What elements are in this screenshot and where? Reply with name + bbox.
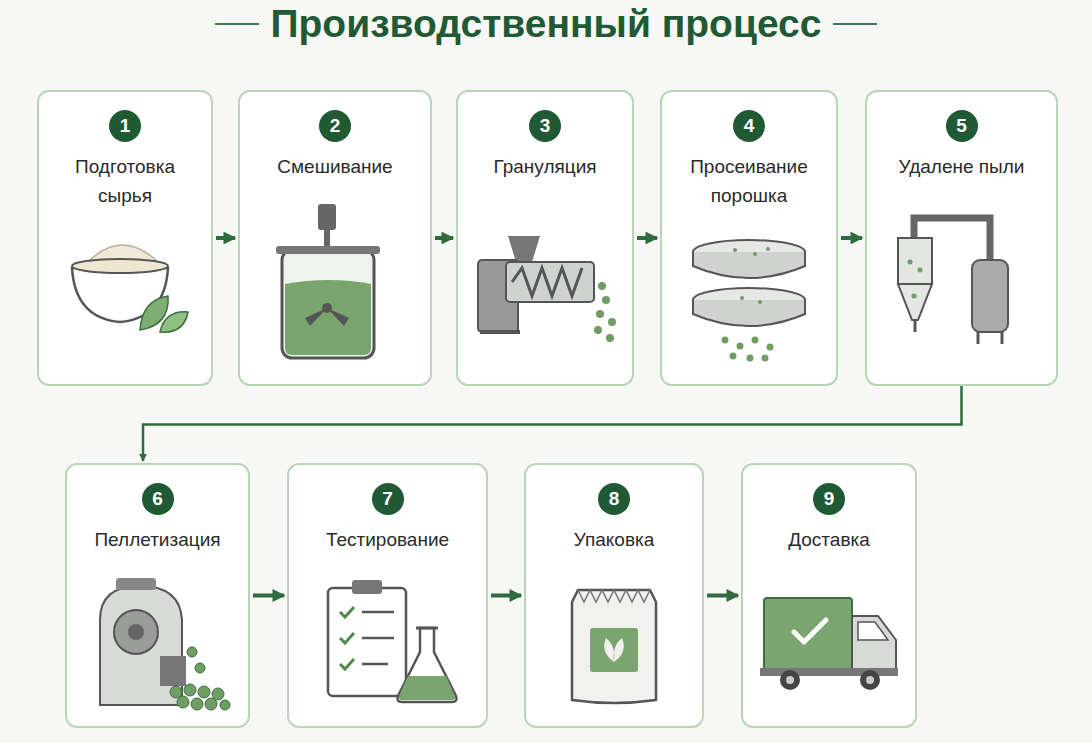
process-box: 5Удалене пыли bbox=[865, 90, 1058, 386]
flow-arrow bbox=[491, 594, 521, 598]
step-number: 2 bbox=[319, 110, 351, 142]
flow-arrow bbox=[637, 236, 657, 240]
step-number: 4 bbox=[733, 110, 765, 142]
step-label: Смешивание bbox=[262, 152, 408, 181]
flow-arrow bbox=[435, 236, 453, 240]
step-label: Тестирование bbox=[315, 525, 461, 554]
flow-arrow bbox=[841, 236, 862, 240]
step-number: 1 bbox=[109, 110, 141, 142]
mixer-icon bbox=[276, 204, 380, 358]
title: Производственный процесс bbox=[203, 2, 890, 46]
testing-icon bbox=[328, 580, 457, 702]
process-box: 6Пеллетизация bbox=[65, 463, 250, 728]
cyclone-icon bbox=[898, 218, 1008, 344]
step-label: Подготовка сырья bbox=[52, 152, 198, 210]
process-box: 1Подготовка сырья bbox=[37, 90, 213, 386]
flow-arrow bbox=[143, 386, 962, 461]
flow-arrow bbox=[216, 236, 235, 240]
flow-arrow bbox=[707, 594, 738, 598]
step-label: Доставка bbox=[756, 525, 902, 554]
step-label: Просеивание порошка bbox=[676, 152, 822, 210]
title-bar: Производственный процесс bbox=[0, 0, 1092, 48]
truck-icon bbox=[760, 598, 898, 690]
step-number: 5 bbox=[946, 110, 978, 142]
extruder-icon bbox=[478, 236, 616, 342]
step-label: Упаковка bbox=[541, 525, 687, 554]
flow-arrow bbox=[253, 594, 284, 598]
step-number: 8 bbox=[598, 483, 630, 515]
pelletizer-icon bbox=[100, 578, 230, 710]
step-number: 7 bbox=[372, 483, 404, 515]
process-box: 9Доставка bbox=[741, 463, 917, 728]
process-box: 7Тестирование bbox=[287, 463, 488, 728]
process-box: 3Грануляция bbox=[456, 90, 634, 386]
bowl-icon bbox=[72, 245, 188, 332]
process-box: 8Упаковка bbox=[524, 463, 704, 728]
bag-icon bbox=[572, 590, 656, 703]
process-box: 2Смешивание bbox=[238, 90, 432, 386]
process-box: 4Просеивание порошка bbox=[660, 90, 838, 386]
step-label: Грануляция bbox=[472, 152, 618, 181]
step-label: Удалене пыли bbox=[889, 152, 1035, 181]
step-number: 3 bbox=[529, 110, 561, 142]
step-number: 9 bbox=[813, 483, 845, 515]
step-label: Пеллетизация bbox=[85, 525, 231, 554]
step-number: 6 bbox=[142, 483, 174, 515]
sieve-icon bbox=[693, 240, 805, 362]
